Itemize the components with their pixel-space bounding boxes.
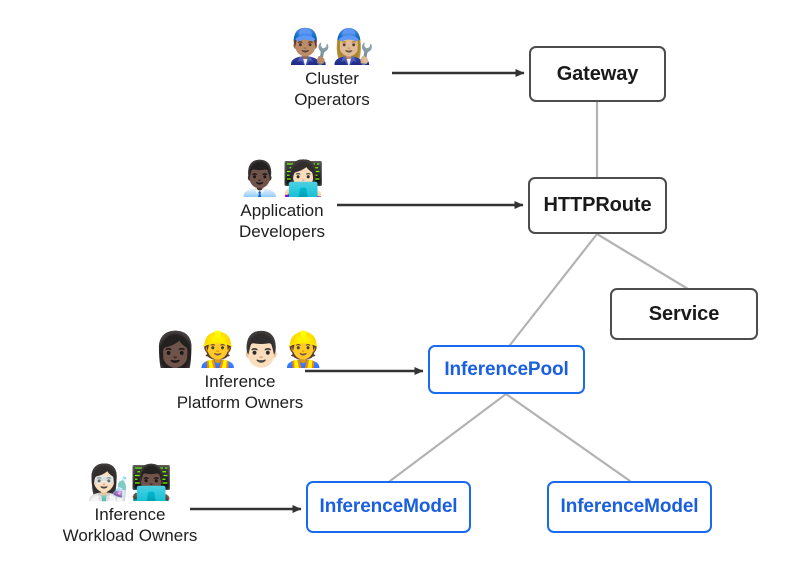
node-inferencemodel-right[interactable]: InferenceModel (547, 481, 712, 533)
node-label: InferenceModel (560, 496, 699, 517)
persona-label: Cluster Operators (294, 69, 370, 109)
persona-label: Application Developers (239, 201, 325, 241)
node-label: HTTPRoute (543, 194, 652, 216)
man-office-worker-icon-and-woman-technologist-icon: 👨🏿‍💼👩🏻‍💻 (238, 160, 326, 198)
woman-construction-worker-icon-and-man-construction-worker-icon: 👩🏿‍👷👨🏻‍👷 (154, 331, 326, 369)
edge-httproute-to-service (595, 232, 690, 291)
node-label: Service (648, 302, 720, 325)
persona-inference-workload-owners: 👩🏻‍🔬👨🏿‍💻Inference Workload Owners (45, 464, 215, 546)
edge-inferencepool-to-inferencemodel-left (388, 392, 508, 483)
node-httproute[interactable]: HTTPRoute (528, 177, 667, 234)
node-inferencepool[interactable]: InferencePool (428, 345, 585, 394)
node-service[interactable]: Service (610, 288, 758, 340)
node-label: InferenceModel (319, 496, 458, 517)
edge-inferencepool-to-inferencemodel-right (504, 392, 632, 483)
node-label: Gateway (556, 62, 639, 85)
node-inferencemodel-left[interactable]: InferenceModel (306, 481, 471, 533)
node-label: InferencePool (444, 358, 569, 380)
persona-application-developers: 👨🏿‍💼👩🏻‍💻Application Developers (207, 160, 357, 242)
persona-label: Inference Platform Owners (176, 372, 304, 412)
arrow-group (190, 69, 525, 513)
node-gateway[interactable]: Gateway (529, 46, 666, 102)
persona-inference-platform-owners: 👩🏿‍👷👨🏻‍👷Inference Platform Owners (154, 331, 324, 413)
persona-cluster-operators: 👨🏽‍🔧👩🏼‍🔧Cluster Operators (262, 28, 402, 110)
persona-label: Inference Workload Owners (62, 505, 198, 545)
edge-httproute-to-inferencepool (508, 232, 599, 347)
man-mechanic-icon-and-woman-mechanic-icon: 👨🏽‍🔧👩🏼‍🔧 (288, 28, 376, 66)
woman-scientist-icon-and-man-technologist-icon: 👩🏻‍🔬👨🏿‍💻 (86, 464, 174, 502)
